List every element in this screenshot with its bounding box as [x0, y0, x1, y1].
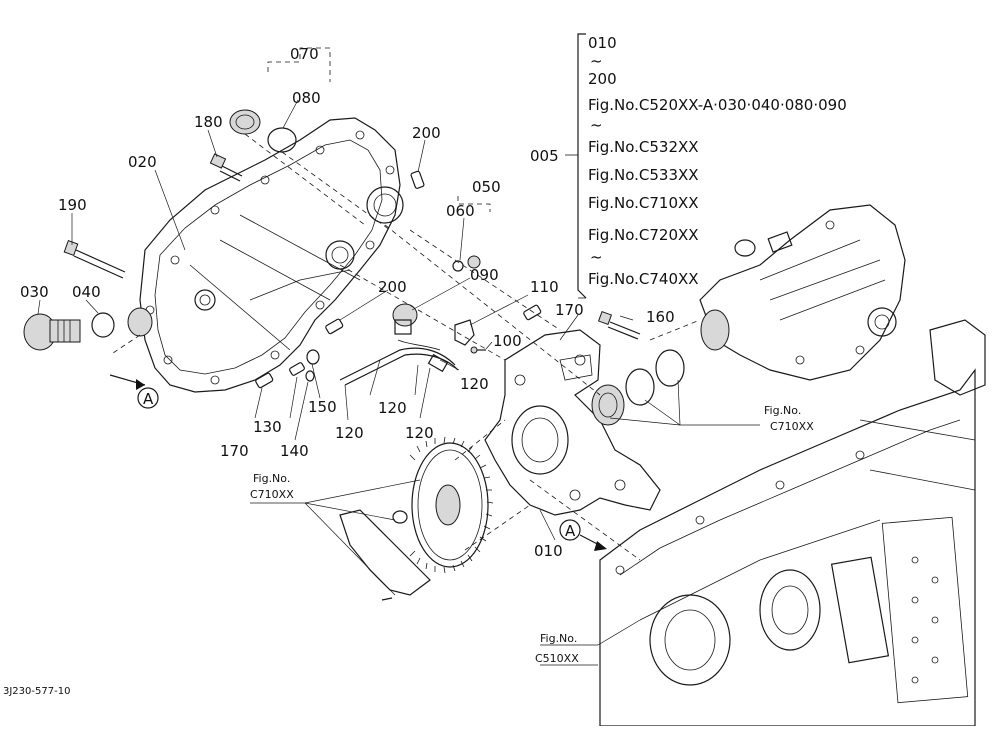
transmission-case	[599, 319, 986, 727]
part-label-200-top: 200	[412, 124, 441, 142]
stack-item: ~	[590, 52, 603, 70]
drawing-code: 3J230-577-10	[3, 686, 70, 697]
stack-item: ~	[590, 116, 603, 134]
wire-harness-120	[339, 339, 459, 386]
snap-ring-a	[625, 368, 655, 406]
part-label-120-d: 120	[405, 424, 434, 442]
part-label-070: 070	[290, 45, 319, 63]
part-label-100: 100	[493, 332, 522, 350]
stack-item: Fig.No.C532XX	[588, 138, 699, 156]
part-label-090: 090	[470, 266, 499, 284]
part-label-050: 050	[472, 178, 501, 196]
gear-assembly	[339, 436, 494, 601]
part-label-190: 190	[58, 196, 87, 214]
part-label-120-a: 120	[460, 375, 489, 393]
screw-100	[470, 346, 486, 354]
callout-a-right: A	[559, 519, 607, 551]
stack-item: 010	[588, 34, 617, 52]
assembly-stack: 010 ~ 200 Fig.No.C520XX-A·030·040·080·09…	[588, 34, 847, 288]
sensor-090	[392, 303, 418, 335]
o-ring-150	[306, 349, 320, 365]
assembly-bracket	[565, 33, 587, 299]
plug-070	[229, 109, 261, 135]
fig-ref-right-upper-line2: C710XX	[770, 420, 814, 433]
pin-130	[289, 362, 305, 376]
part-label-040: 040	[72, 283, 101, 301]
part-label-005: 005	[530, 147, 559, 165]
fig-ref-gear-line2: C710XX	[250, 488, 294, 501]
bolt-160	[597, 310, 641, 340]
hydraulic-pump	[699, 204, 906, 381]
housing-cover-020	[139, 117, 404, 393]
stack-item: Fig.No.C520XX-A·030·040·080·090	[588, 96, 847, 114]
part-label-010: 010	[534, 542, 563, 560]
pin-170-top	[523, 304, 542, 321]
fitting-050	[452, 255, 481, 272]
fig-ref-bottom-line1: Fig.No.	[540, 632, 577, 645]
part-label-140: 140	[280, 442, 309, 460]
part-label-150: 150	[308, 398, 337, 416]
part-label-060: 060	[446, 202, 475, 220]
gear-washer	[392, 510, 408, 524]
assembly-lines	[109, 47, 701, 561]
part-label-120-c: 120	[335, 424, 364, 442]
center-case-010	[484, 329, 661, 516]
part-label-080: 080	[292, 89, 321, 107]
part-label-020: 020	[128, 153, 157, 171]
o-ring-080	[267, 127, 297, 153]
part-label-120-b: 120	[378, 399, 407, 417]
cover-bolt	[381, 597, 393, 601]
stack-item: Fig.No.C710XX	[588, 194, 699, 212]
part-label-130: 130	[253, 418, 282, 436]
pin-200-mid	[325, 318, 344, 335]
stack-item: 200	[588, 70, 617, 88]
bolt-190	[63, 240, 126, 279]
part-label-170-top: 170	[555, 301, 584, 319]
stack-item: Fig.No.C720XX	[588, 226, 699, 244]
fig-ref-right-upper-line1: Fig.No.	[764, 404, 801, 417]
part-label-170-bottom: 170	[220, 442, 249, 460]
part-label-030: 030	[20, 283, 49, 301]
gear-cover	[339, 509, 431, 596]
o-ring-040	[91, 312, 115, 338]
stack-item: Fig.No.C533XX	[588, 166, 699, 184]
pin-200-top	[410, 170, 425, 189]
part-label-160: 160	[646, 308, 675, 326]
callout-a-left-label: A	[143, 390, 154, 408]
washer-140	[305, 370, 315, 382]
plug-030	[23, 313, 81, 351]
fig-ref-gear-line1: Fig.No.	[253, 472, 290, 485]
bolt-180	[209, 153, 243, 182]
snap-ring-b	[655, 349, 685, 387]
part-label-110: 110	[530, 278, 559, 296]
bracket-110	[454, 319, 475, 346]
stack-item: Fig.No.C740XX	[588, 270, 699, 288]
callout-a-left: A	[109, 374, 159, 409]
leader-lines	[37, 99, 760, 666]
stack-item: ~	[590, 248, 603, 266]
seal-ring	[127, 307, 153, 337]
part-label-180: 180	[194, 113, 223, 131]
part-label-200-mid: 200	[378, 278, 407, 296]
fig-ref-bottom-line2: C510XX	[535, 652, 579, 665]
pin-170-bottom	[255, 372, 274, 389]
callout-a-right-label: A	[565, 522, 576, 540]
